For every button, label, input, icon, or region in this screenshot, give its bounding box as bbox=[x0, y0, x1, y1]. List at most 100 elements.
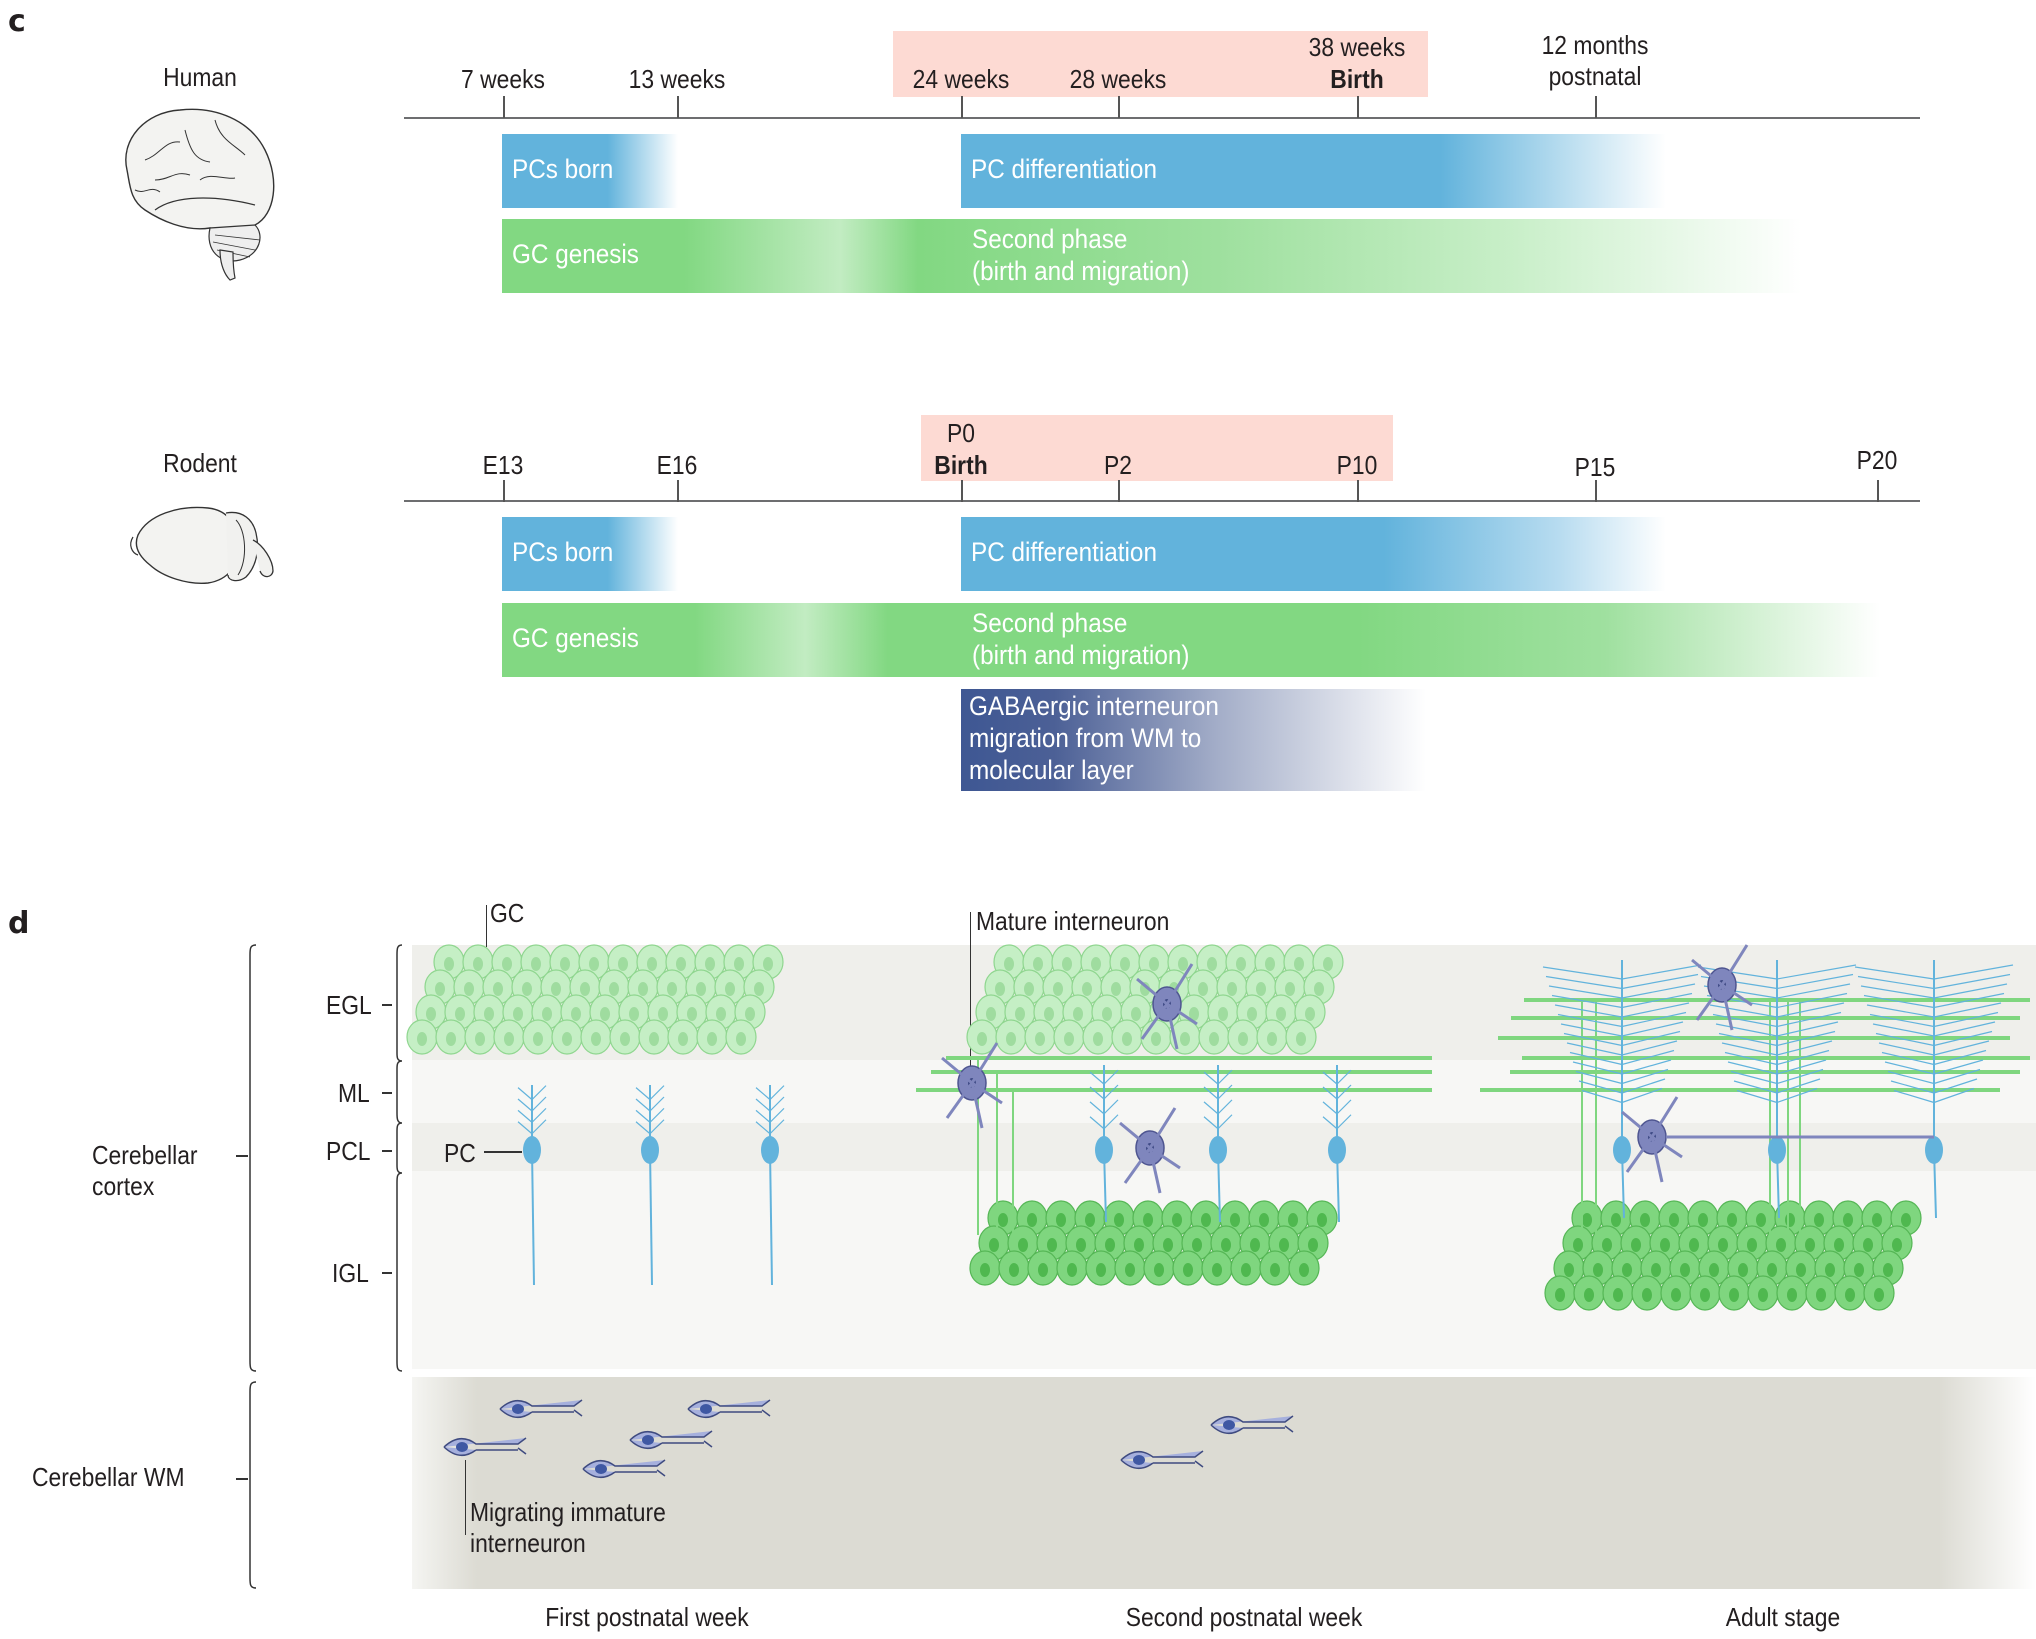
purkinje-branch bbox=[635, 1121, 651, 1135]
purkinje-soma bbox=[641, 1136, 659, 1164]
granule-cell-nucleus bbox=[1180, 1032, 1190, 1046]
purkinje-branch bbox=[1893, 1089, 1935, 1104]
tick-13-weeks bbox=[677, 96, 679, 118]
granule-cell-nucleus bbox=[1785, 1213, 1795, 1227]
purkinje-branch bbox=[1322, 1116, 1338, 1130]
granule-cell-nucleus bbox=[696, 982, 706, 996]
purkinje-branch bbox=[1217, 1084, 1233, 1100]
interneuron-bar-line3: molecular layer bbox=[969, 755, 1134, 785]
purkinje-branch bbox=[1724, 1051, 1778, 1066]
purkinje-branch bbox=[1621, 1068, 1669, 1085]
granule-cell-nucleus bbox=[1872, 1213, 1882, 1227]
granule-cell-nucleus bbox=[1323, 957, 1333, 971]
purkinje-branch bbox=[517, 1121, 533, 1135]
granule-cell-nucleus bbox=[649, 1032, 659, 1046]
cortex-label-dash bbox=[236, 1155, 248, 1157]
purkinje-branch bbox=[1336, 1069, 1352, 1085]
granule-cell-nucleus bbox=[995, 982, 1005, 996]
granule-cell-nucleus bbox=[736, 1032, 746, 1046]
granule-cell-nucleus bbox=[1747, 1238, 1757, 1252]
purkinje-branch bbox=[1560, 1023, 1623, 1037]
purkinje-branch bbox=[1322, 1071, 1338, 1085]
human-label: Human bbox=[163, 62, 237, 92]
purkinje-branch bbox=[1554, 1004, 1623, 1018]
purkinje-branch bbox=[649, 1096, 665, 1112]
granule-cell-nucleus bbox=[504, 1032, 514, 1046]
granule-cell-nucleus bbox=[1738, 1263, 1748, 1277]
tick-label-rodent-birth: Birth bbox=[934, 450, 988, 480]
granule-cell-nucleus bbox=[1299, 1263, 1309, 1277]
interneuron-process bbox=[970, 1082, 984, 1129]
purkinje-branch bbox=[1887, 1070, 1935, 1085]
purkinje-branch bbox=[1933, 1011, 1999, 1028]
purkinje-branch bbox=[1933, 1021, 1996, 1037]
granule-cell-nucleus bbox=[1114, 1213, 1124, 1227]
granule-cell-nucleus bbox=[986, 1007, 996, 1021]
granule-cell-nucleus bbox=[1631, 1238, 1641, 1252]
granule-cell-nucleus bbox=[1680, 1263, 1690, 1277]
tick-p15 bbox=[1595, 480, 1597, 502]
purkinje-branch bbox=[1866, 1004, 1935, 1018]
purkinje-branch bbox=[1548, 985, 1623, 999]
granule-cell-nucleus bbox=[1758, 1288, 1768, 1302]
tick-label-p15: P15 bbox=[1574, 452, 1616, 482]
purkinje-branch bbox=[1933, 1030, 1993, 1047]
granule-cell-nucleus bbox=[473, 957, 483, 971]
purkinje-branch bbox=[649, 1107, 665, 1123]
purkinje-branch bbox=[1551, 994, 1623, 1009]
granule-cell-nucleus bbox=[1651, 1263, 1661, 1277]
human-gc-genesis-bar: GC genesis Second phase (birth and migra… bbox=[502, 219, 1802, 293]
granule-cell-nucleus bbox=[1125, 1263, 1135, 1277]
granule-cell-nucleus bbox=[1305, 1007, 1315, 1021]
granule-cell-nucleus bbox=[980, 1263, 990, 1277]
granule-cell-nucleus bbox=[589, 957, 599, 971]
granule-cell-nucleus bbox=[1314, 982, 1324, 996]
granule-cell-nucleus bbox=[1892, 1238, 1902, 1252]
cerebellar-wm-label: Cerebellar WM bbox=[32, 1462, 185, 1492]
mature-interneuron-label: Mature interneuron bbox=[976, 906, 1170, 936]
layer-label-ml: ML bbox=[338, 1078, 370, 1108]
granule-cell-nucleus bbox=[1689, 1238, 1699, 1252]
granule-cell-nucleus bbox=[745, 1007, 755, 1021]
granule-cell-nucleus bbox=[464, 982, 474, 996]
purkinje-branch bbox=[1881, 1051, 1935, 1066]
purkinje-branch bbox=[1103, 1084, 1119, 1100]
purkinje-branch bbox=[769, 1085, 785, 1101]
granule-cell-nucleus bbox=[1285, 982, 1295, 996]
granule-cell-nucleus bbox=[1270, 1263, 1280, 1277]
granule-cell-nucleus bbox=[1221, 1238, 1231, 1252]
migrating-interneuron-nucleus bbox=[456, 1442, 468, 1452]
granule-cell-nucleus bbox=[1296, 1032, 1306, 1046]
granule-cell-nucleus bbox=[1671, 1288, 1681, 1302]
granule-cell-nucleus bbox=[998, 1213, 1008, 1227]
granule-cell-nucleus bbox=[1189, 1007, 1199, 1021]
interneuron-process bbox=[1165, 1003, 1179, 1050]
granule-cell-nucleus bbox=[1317, 1213, 1327, 1227]
layer-label-pcl: PCL bbox=[326, 1136, 371, 1166]
purkinje-branch bbox=[1621, 1011, 1687, 1028]
purkinje-axon bbox=[649, 1149, 653, 1286]
purkinje-branch bbox=[531, 1096, 547, 1112]
granule-cell-nucleus bbox=[1038, 1263, 1048, 1277]
purkinje-branch bbox=[1103, 1114, 1119, 1130]
purkinje-branch bbox=[1776, 1049, 1830, 1066]
purkinje-branch bbox=[1545, 975, 1623, 990]
granule-cell-nucleus bbox=[1584, 1288, 1594, 1302]
purkinje-branch bbox=[1860, 985, 1935, 999]
granule-cell-nucleus bbox=[1564, 1263, 1574, 1277]
granule-cell-nucleus bbox=[1238, 1032, 1248, 1046]
interneuron-process bbox=[1621, 1110, 1653, 1139]
purkinje-branch bbox=[649, 1119, 665, 1135]
granule-cell-nucleus bbox=[1024, 982, 1034, 996]
granule-cell-nucleus bbox=[1015, 1007, 1025, 1021]
purkinje-branch bbox=[1203, 1116, 1219, 1130]
cortex-bracket bbox=[249, 944, 257, 1372]
granule-cell-nucleus bbox=[1062, 957, 1072, 971]
interneuron-process bbox=[1720, 944, 1749, 986]
granule-cell-nucleus bbox=[562, 1032, 572, 1046]
rodent-axis bbox=[404, 500, 1920, 502]
migrating-label-2: interneuron bbox=[470, 1528, 586, 1558]
tick-e13 bbox=[503, 480, 505, 502]
rodent-interneuron-migration-bar: GABAergic interneuron migration from WM … bbox=[961, 689, 1426, 791]
tick-24-weeks bbox=[961, 96, 963, 118]
